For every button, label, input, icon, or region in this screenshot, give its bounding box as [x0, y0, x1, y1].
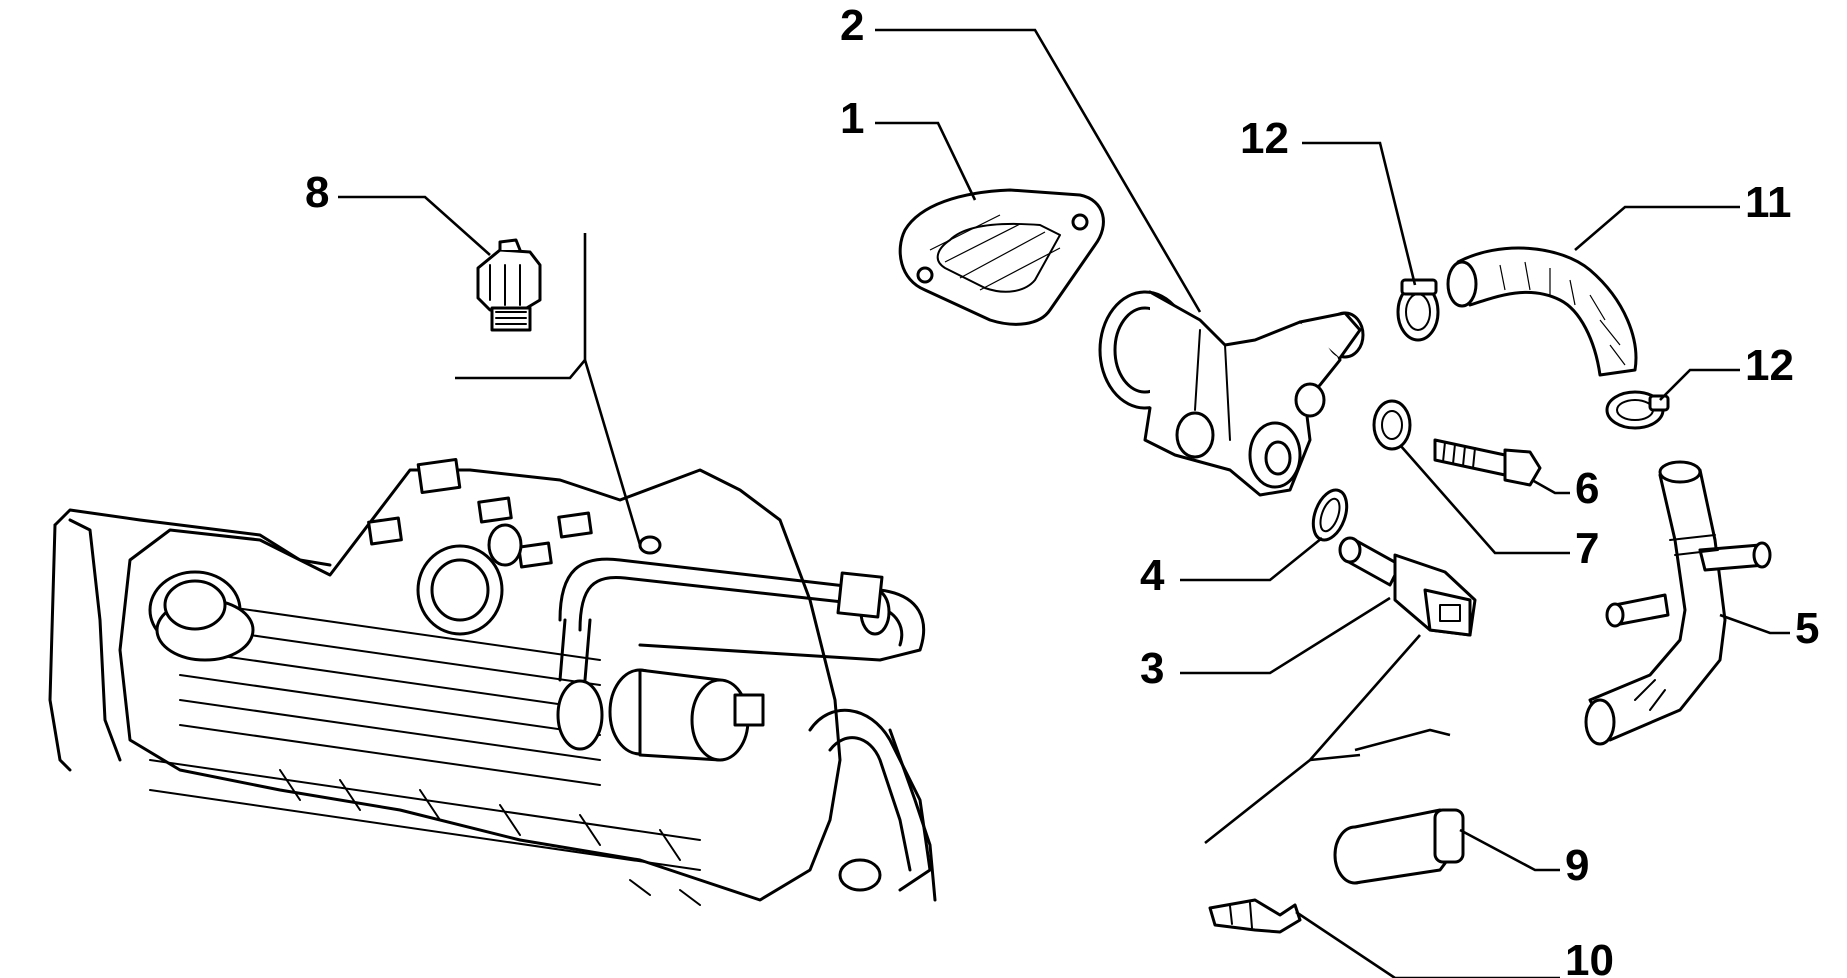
leader-5 — [1719, 613, 1790, 635]
callout-6: 6 — [1575, 464, 1599, 513]
callout-12-lower: 12 — [1745, 341, 1794, 390]
callout-11: 11 — [1745, 178, 1792, 227]
part-12-hose-clamp-lower — [1605, 390, 1670, 430]
callout-5: 5 — [1795, 604, 1819, 653]
leader-12-lower — [1659, 368, 1740, 401]
leader-9 — [1459, 828, 1560, 872]
leader-10 — [1295, 910, 1560, 978]
callout-3: 3 — [1140, 644, 1164, 693]
callout-7: 7 — [1575, 524, 1599, 573]
callout-8: 8 — [305, 168, 329, 217]
leader-3 — [1180, 596, 1391, 675]
callout-9: 9 — [1565, 841, 1589, 890]
part-2-thermostat-housing — [1098, 290, 1365, 497]
part-8-pressure-switch — [476, 238, 542, 332]
part-4-o-ring — [1311, 488, 1349, 542]
leader-4 — [1180, 536, 1323, 582]
part-5-coolant-pipe — [1584, 460, 1772, 746]
part-7-washer — [1372, 399, 1412, 451]
callout-12-upper: 12 — [1240, 114, 1289, 163]
leader-lines — [338, 28, 1790, 978]
part-10-terminal — [1208, 898, 1302, 934]
callout-labels: 1 2 3 4 5 6 7 8 9 10 11 12 12 — [305, 1, 1819, 978]
part-12-hose-clamp-upper — [1396, 278, 1440, 342]
part-3-temperature-sensor — [1338, 536, 1477, 637]
leader-2 — [875, 28, 1202, 313]
wiring-harness-lines — [1204, 634, 1451, 845]
leader-6 — [1531, 478, 1570, 495]
part-9-connector-housing — [1333, 808, 1465, 885]
part-11-coolant-hose — [1446, 246, 1638, 377]
callout-2: 2 — [840, 1, 864, 50]
callout-1: 1 — [840, 94, 864, 143]
callout-4: 4 — [1140, 551, 1165, 600]
part-1-gasket — [898, 188, 1105, 326]
part-6-bolt — [1433, 438, 1542, 487]
engine-cylinder-head-drawing — [48, 233, 937, 906]
leader-7 — [1399, 444, 1570, 555]
leader-11 — [1574, 205, 1740, 251]
leader-1 — [875, 121, 977, 201]
callout-10: 10 — [1565, 936, 1614, 978]
leader-12-upper — [1302, 141, 1417, 286]
leader-8 — [338, 195, 491, 256]
